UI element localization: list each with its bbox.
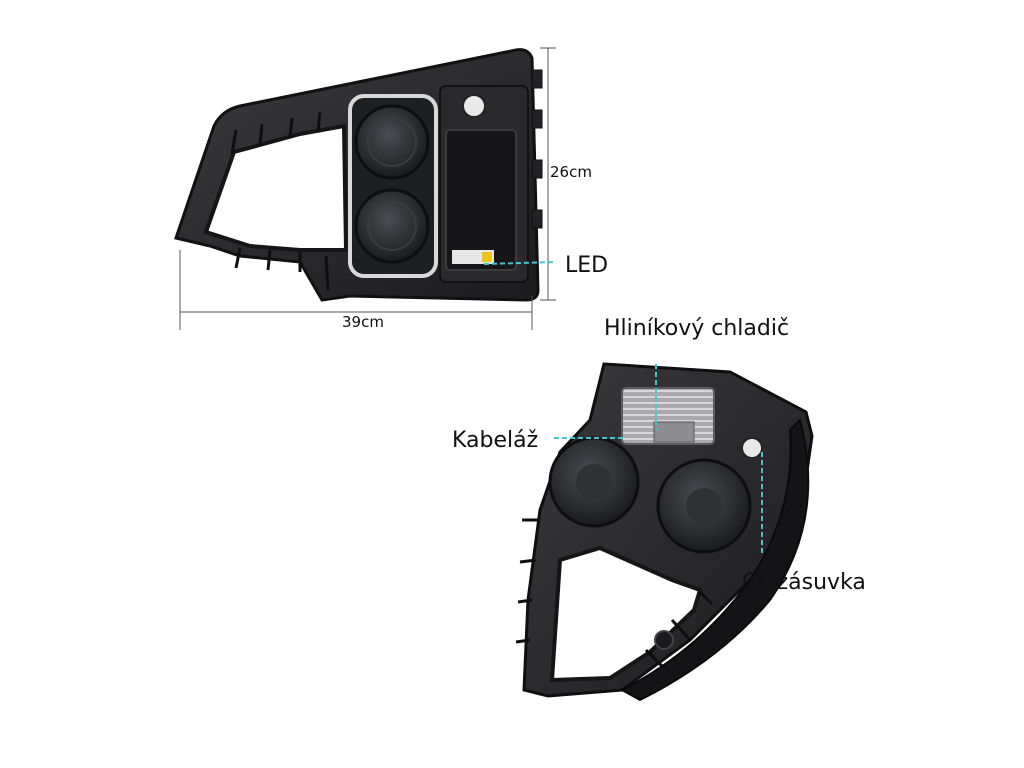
heatsink-label: Hliníkový chladič	[604, 316, 790, 341]
height-dimension-label: 26cm	[550, 163, 592, 181]
led-callout-line	[483, 261, 557, 265]
harness-label: Kabeláž	[452, 428, 539, 453]
rear-view-panel	[515, 362, 814, 702]
led-label: LED	[565, 253, 609, 278]
width-dimension-label: 39cm	[342, 313, 384, 331]
dimension-lines	[179, 47, 556, 330]
socket-label: CL zásuvka	[742, 570, 866, 595]
rear-callout-lines	[554, 364, 763, 556]
top-view-panel	[174, 48, 543, 302]
